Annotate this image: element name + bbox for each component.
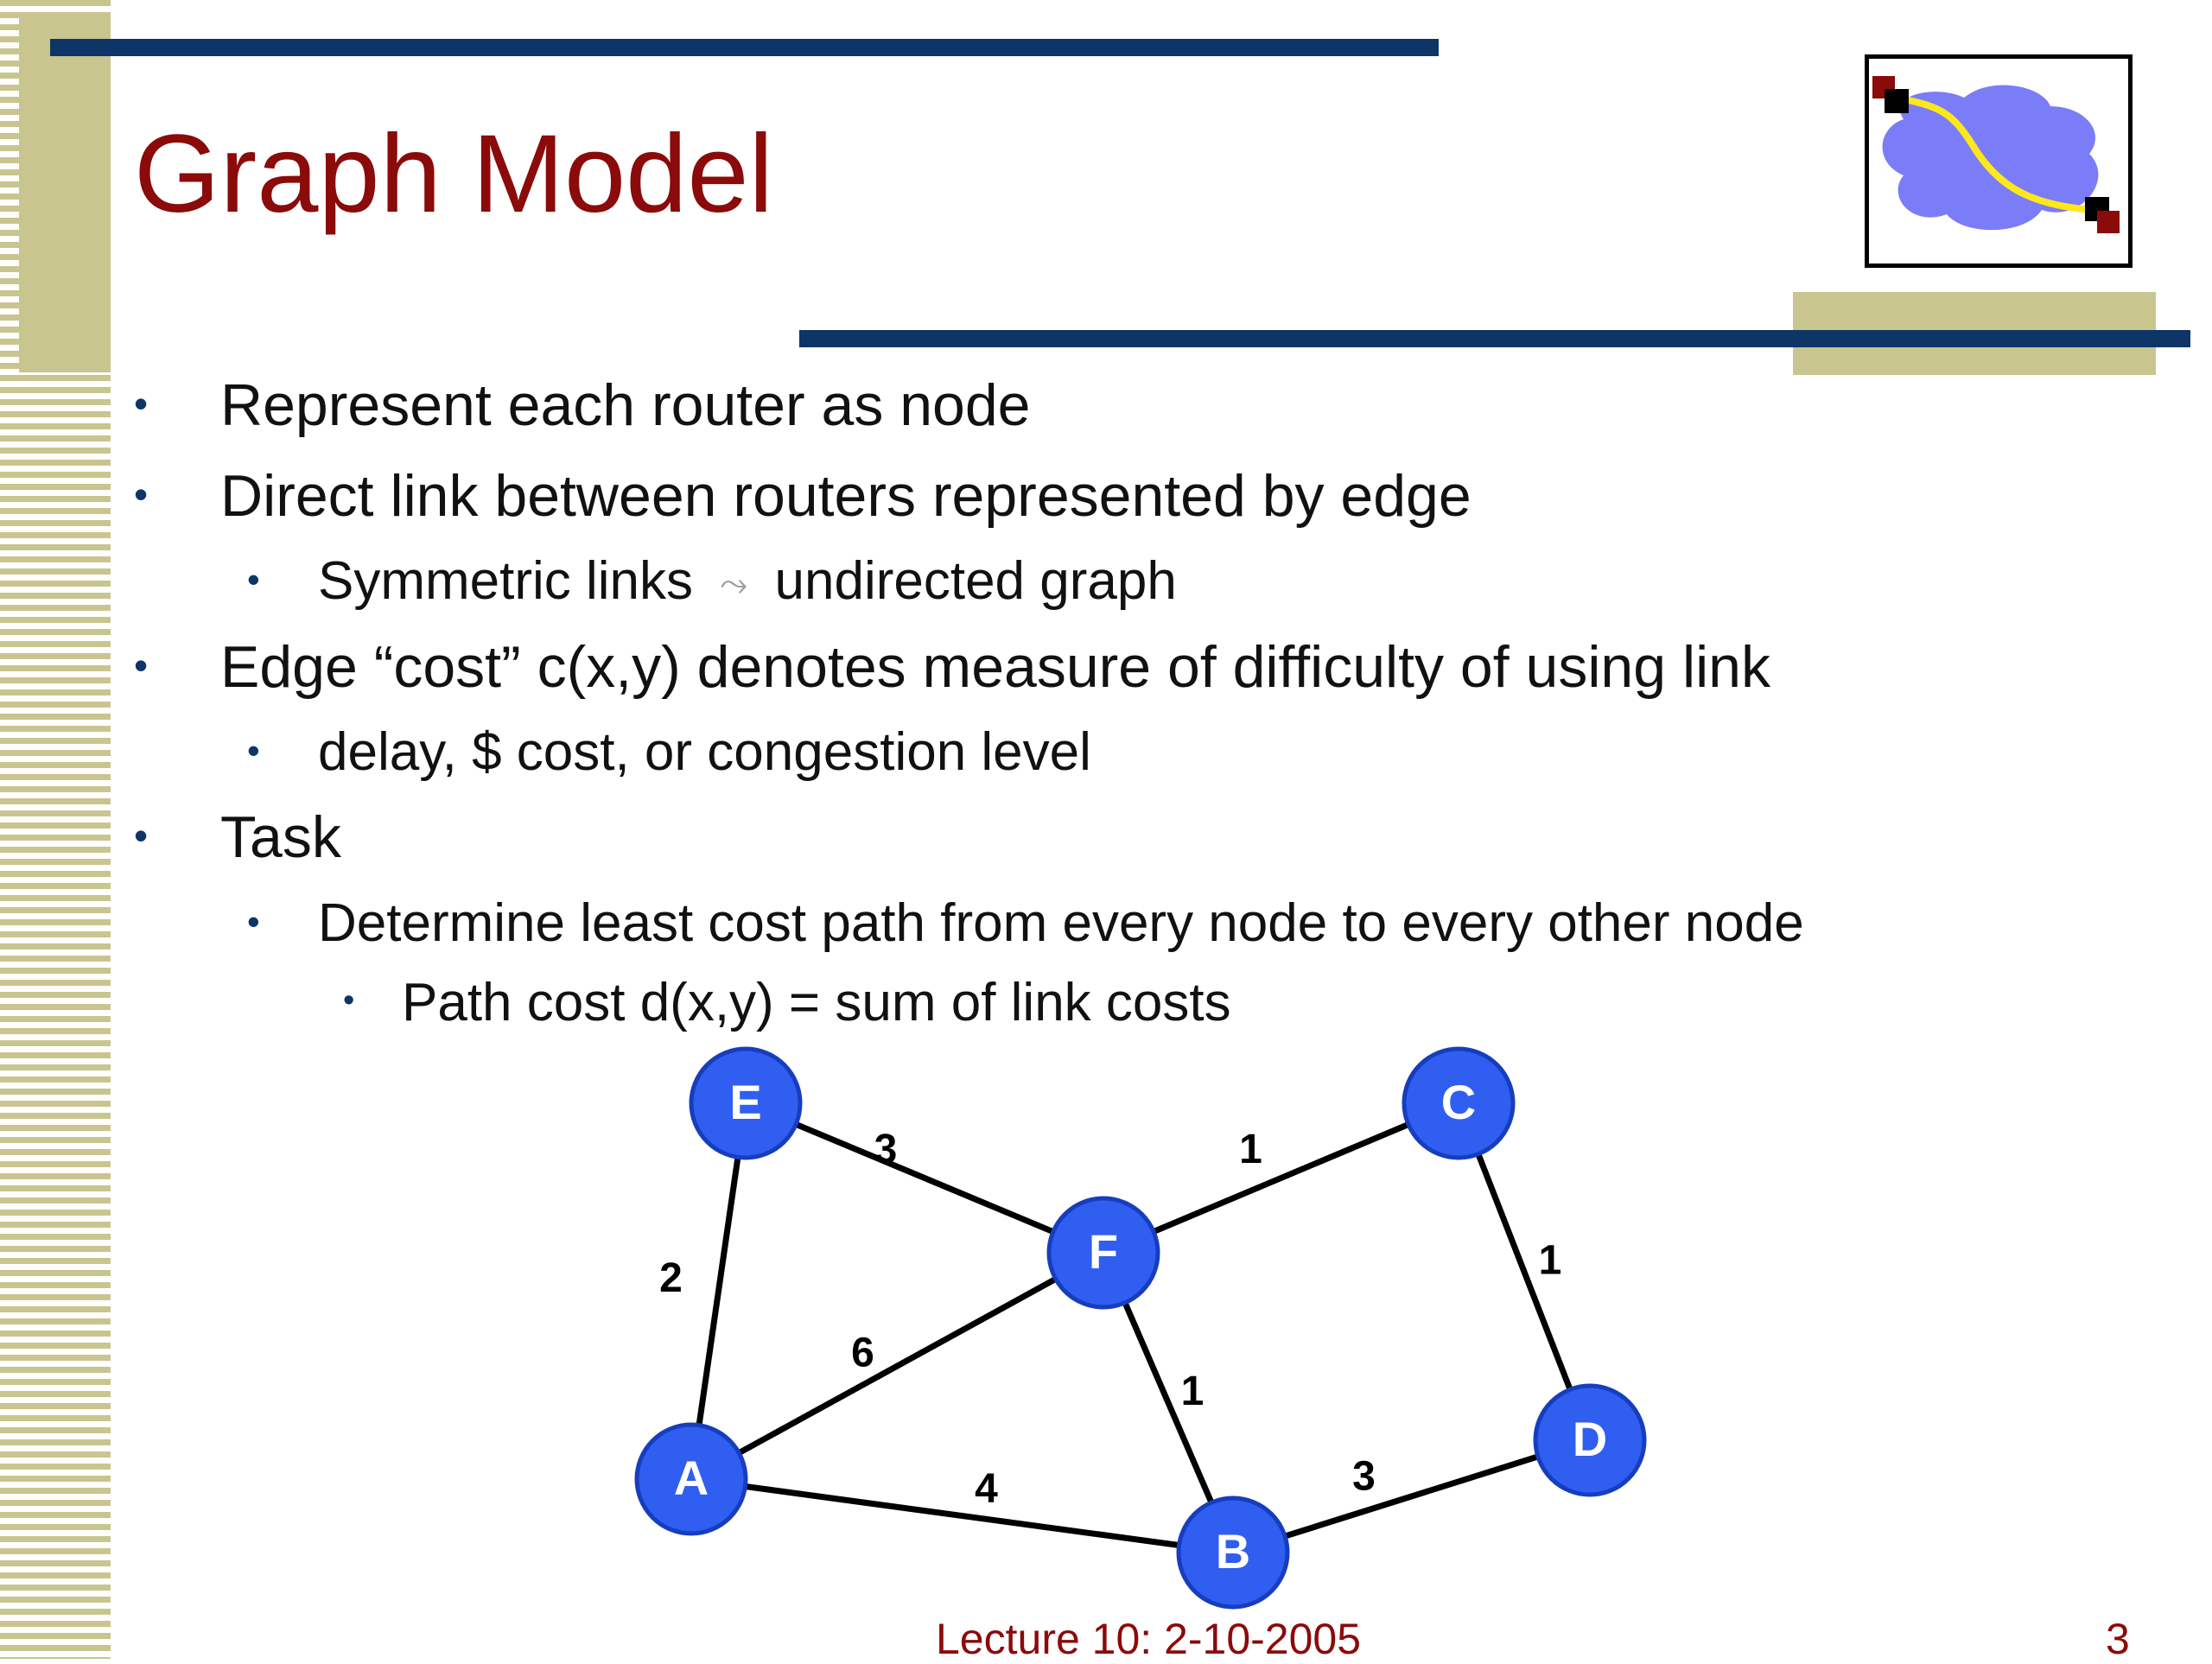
edge-cost-label: 1 [1181,1369,1205,1414]
bullet-item: • Represent each router as node [134,372,1031,439]
bullet-item: • Edge “cost” c(x,y) denotes measure of … [134,633,1770,701]
bullet-dot: • [343,982,355,1019]
bullet-text: Symmetric links [318,551,694,611]
edge-cost-label: 1 [1539,1238,1562,1284]
edge-a-b [690,1476,1234,1556]
bullet-text: Path cost d(x,y) = sum of link costs [402,973,1231,1032]
bullet-dot: • [134,472,149,517]
bullet-dot: • [134,643,149,688]
edge-cost-label: 3 [874,1127,898,1172]
node-circle [1176,1496,1290,1610]
mid-accent-bar [799,330,2190,347]
slide-title: Graph Model [134,112,773,236]
node-label: D [1573,1412,1607,1466]
graph-node-b: B [1176,1496,1290,1610]
graph-node-a: A [634,1422,748,1536]
edge-a-f [690,1249,1105,1483]
bullet-text: Determine least cost path from every nod… [318,893,1804,953]
edge-c-d [1455,1102,1593,1442]
bullet-text: Edge “cost” c(x,y) denotes measure of di… [220,634,1770,700]
edge-b-d [1231,1437,1592,1556]
sub-bullet-item: • Symmetric links ⤳ undirected graph [247,550,1177,612]
edge-cost-label: 1 [1239,1127,1262,1172]
page-number: 3 [2106,1615,2130,1663]
network-path-icon [1872,76,2120,233]
graph-edge-labels: 3 1 2 6 1 1 4 3 [659,1127,1561,1512]
bullet-dot: • [247,901,260,942]
sub-bullet-item: • Determine least cost path from every n… [247,892,1804,954]
bullet-text: Task [220,804,341,870]
graph-node-c: C [1402,1046,1516,1160]
edge-cost-label: 4 [975,1466,998,1512]
bullet-item: • Task [134,803,341,871]
node-label: B [1216,1524,1250,1578]
edge-e-a [688,1102,749,1480]
bullet-text: delay, $ cost, or congestion level [318,722,1091,782]
graph-node-f: F [1046,1196,1160,1310]
sub-bullet-item: • delay, $ cost, or congestion level [247,721,1091,783]
node-circle [634,1422,748,1536]
bullet-dot: • [247,730,260,771]
node-circle [1533,1383,1647,1497]
edge-cost-label: 6 [851,1331,874,1376]
logo-box [1865,54,2133,268]
bullet-text: undirected graph [774,551,1177,611]
edge-cost-label: 3 [1352,1454,1376,1500]
edge-cost-label: 2 [659,1255,683,1301]
node-label: E [729,1075,761,1129]
arrow-icon: ⤳ [720,565,748,604]
node-label: F [1089,1224,1118,1279]
edge-f-c [1102,1100,1460,1256]
bullet-item: • Direct link between routers represente… [134,462,1471,530]
bullet-dot: • [134,813,149,858]
node-label: A [674,1451,709,1505]
footer-lecture: Lecture 10: 2-10-2005 [936,1615,1362,1663]
node-circle [689,1046,803,1160]
graph-edges [688,1100,1593,1556]
node-label: C [1441,1075,1476,1129]
node-circle [1402,1046,1516,1160]
graph-node-d: D [1533,1383,1647,1497]
top-accent-bar [50,39,1439,56]
left-solid-accent [19,12,111,372]
node-circle [1046,1196,1160,1310]
graph-node-e: E [689,1046,803,1160]
sub-sub-bullet-item: • Path cost d(x,y) = sum of link costs [343,972,1231,1033]
bullet-text: Direct link between routers represented … [220,463,1471,529]
graph-nodes: E C F A B D [634,1046,1647,1610]
edge-e-f [744,1100,1105,1256]
bullet-dot: • [247,559,260,600]
bullet-text: Represent each router as node [220,372,1031,438]
bullet-dot: • [134,381,149,426]
